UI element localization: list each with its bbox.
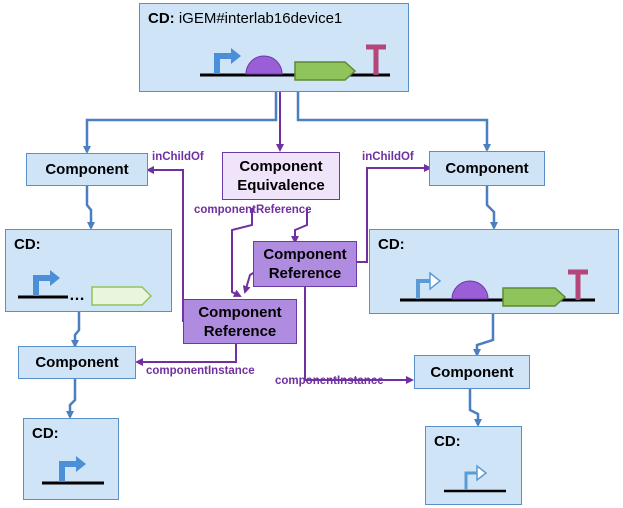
right-middle-cd: CD: [369, 229, 619, 314]
left-middle-cd: CD: … [5, 229, 172, 312]
terminator-glyph [568, 269, 588, 300]
right-lower-component-label: Component [430, 363, 514, 381]
top-cd-title: CD: iGEM#interlab16device1 [148, 10, 342, 27]
right-lower-component-to-cd [468, 389, 482, 427]
right-cd-to-component [473, 314, 495, 357]
component-equivalence: Component Equivalence [222, 152, 340, 200]
left-lower-component: Component [18, 346, 136, 379]
top-cd-prefix: CD: [148, 10, 175, 27]
left-component-to-cd [85, 186, 95, 230]
inchildof-label-left: inChildOf [152, 151, 204, 163]
rbs-glyph [245, 55, 283, 75]
promoter-glyph [464, 471, 479, 490]
component-equivalence-label: Component Equivalence [237, 158, 325, 194]
right-middle-cd-label: CD: [378, 236, 405, 253]
top-cd-name: iGEM#interlab16device1 [178, 10, 343, 27]
right-bottom-cd-label: CD: [434, 433, 461, 450]
equivalence-to-ref1 [291, 208, 308, 244]
rbs-glyph [451, 280, 489, 300]
left-bottom-cd: CD: [23, 418, 119, 500]
inchildof-label-right: inChildOf [362, 151, 414, 163]
cds-glyph [294, 61, 357, 81]
left-lower-component-to-cd [66, 379, 77, 419]
right-component-to-cd [485, 186, 498, 230]
right-component: Component [429, 151, 545, 186]
left-bottom-cd-glyphs [42, 456, 104, 485]
ref2-inchildof [146, 166, 184, 322]
left-lower-component-label: Component [35, 354, 119, 371]
ref1-inchildof [357, 164, 432, 263]
ref1-componentinstance [304, 284, 414, 384]
top-to-left-component [83, 92, 278, 154]
right-bottom-cd: CD: [425, 426, 522, 505]
ellipsis: … [69, 287, 85, 304]
right-lower-component: Component [414, 355, 530, 389]
componentinstance-label-left: componentInstance [146, 365, 255, 377]
terminator-glyph [366, 44, 386, 75]
ref2-componentinstance [135, 342, 237, 366]
left-middle-cd-label: CD: [14, 236, 41, 253]
right-component-label: Component [445, 160, 529, 177]
top-cd-sbol-glyphs [200, 44, 390, 81]
left-bottom-cd-label: CD: [32, 425, 59, 442]
right-middle-cd-glyphs [400, 269, 595, 307]
right-bottom-cd-glyphs [444, 464, 506, 493]
top-to-right-component [296, 92, 491, 152]
component-reference-2: Component Reference [183, 299, 297, 344]
left-middle-cd-glyphs: … [18, 270, 153, 306]
componentreference-label: componentReference [194, 204, 312, 216]
top-component-definition: CD: iGEM#interlab16device1 [139, 3, 409, 92]
left-component-label: Component [45, 161, 129, 178]
cds-glyph [502, 287, 567, 307]
equivalence-to-ref2 [231, 208, 253, 297]
left-component: Component [26, 153, 148, 186]
component-reference-2-label: Component Reference [198, 303, 282, 340]
promoter-glyph [416, 279, 432, 299]
promoter-glyph [59, 461, 78, 482]
left-cd-to-component [71, 312, 81, 348]
promoter-glyph [214, 53, 233, 74]
component-reference-1: Component Reference [253, 241, 357, 287]
component-reference-1-label: Component Reference [263, 246, 347, 282]
promoter-glyph [33, 275, 52, 296]
componentinstance-label-right: componentInstance [275, 375, 384, 387]
cds-glyph [91, 286, 153, 306]
